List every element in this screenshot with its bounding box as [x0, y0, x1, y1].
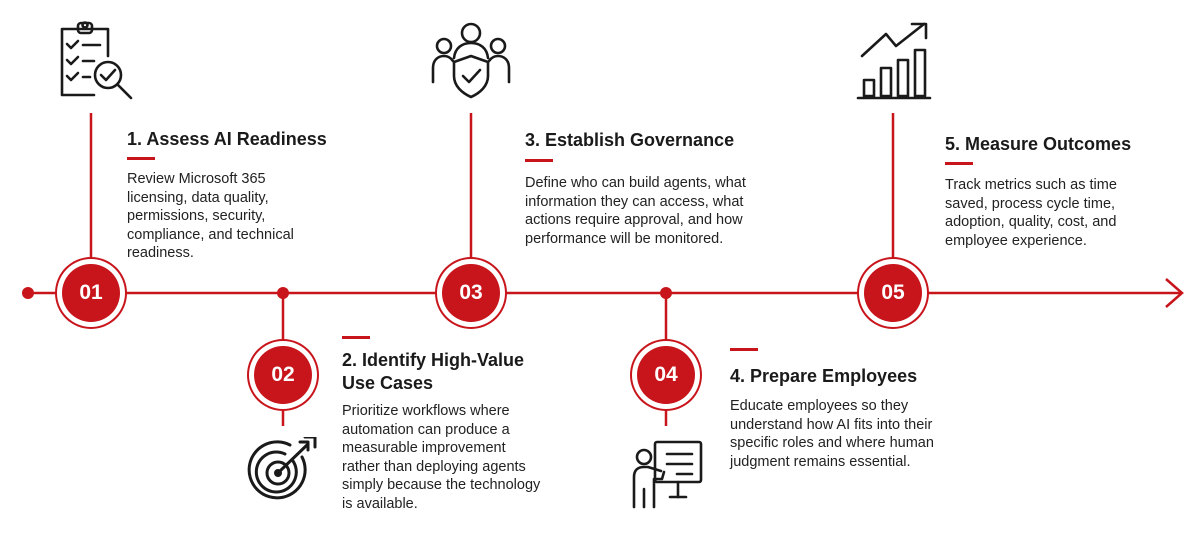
step-description-03: Define who can build agents, what inform…: [525, 175, 746, 247]
title-accent-03: [525, 159, 553, 162]
title-accent-05: [945, 162, 973, 165]
growth-chart-icon: [856, 22, 932, 100]
title-accent-04: [730, 348, 758, 351]
step-number-01: 01: [62, 264, 120, 322]
step-number-05: 05: [864, 264, 922, 322]
step-description-04: Educate employees so they understand how…: [730, 398, 934, 470]
step-description-02: Prioritize workflows where automation ca…: [342, 403, 541, 512]
step-number-03: 03: [442, 264, 500, 322]
step-description-05: Track metrics such as time saved, proces…: [945, 177, 1117, 249]
step-number-04: 04: [637, 346, 695, 404]
team-shield-icon: [431, 22, 511, 99]
clipboard-checklist-search-icon: [60, 21, 133, 100]
step-title-02: 2. Identify High-Value Use Cases: [342, 350, 525, 393]
title-accent-01: [127, 157, 155, 160]
step-title-01: 1. Assess AI Readiness: [127, 129, 327, 149]
title-accent-02: [342, 336, 370, 339]
step-number-02: 02: [254, 346, 312, 404]
presenter-board-icon: [632, 440, 703, 509]
target-arrow-icon: [247, 437, 317, 500]
timeline-arrowhead: [1165, 278, 1184, 308]
step-title-03: 3. Establish Governance: [525, 130, 735, 150]
step-title-05: 5. Measure Outcomes: [945, 134, 1132, 154]
step-description-01: Review Microsoft 365 licensing, data qua…: [127, 171, 294, 261]
step-title-04: 4. Prepare Employees: [730, 366, 918, 386]
timeline-start-dot: [22, 287, 34, 299]
